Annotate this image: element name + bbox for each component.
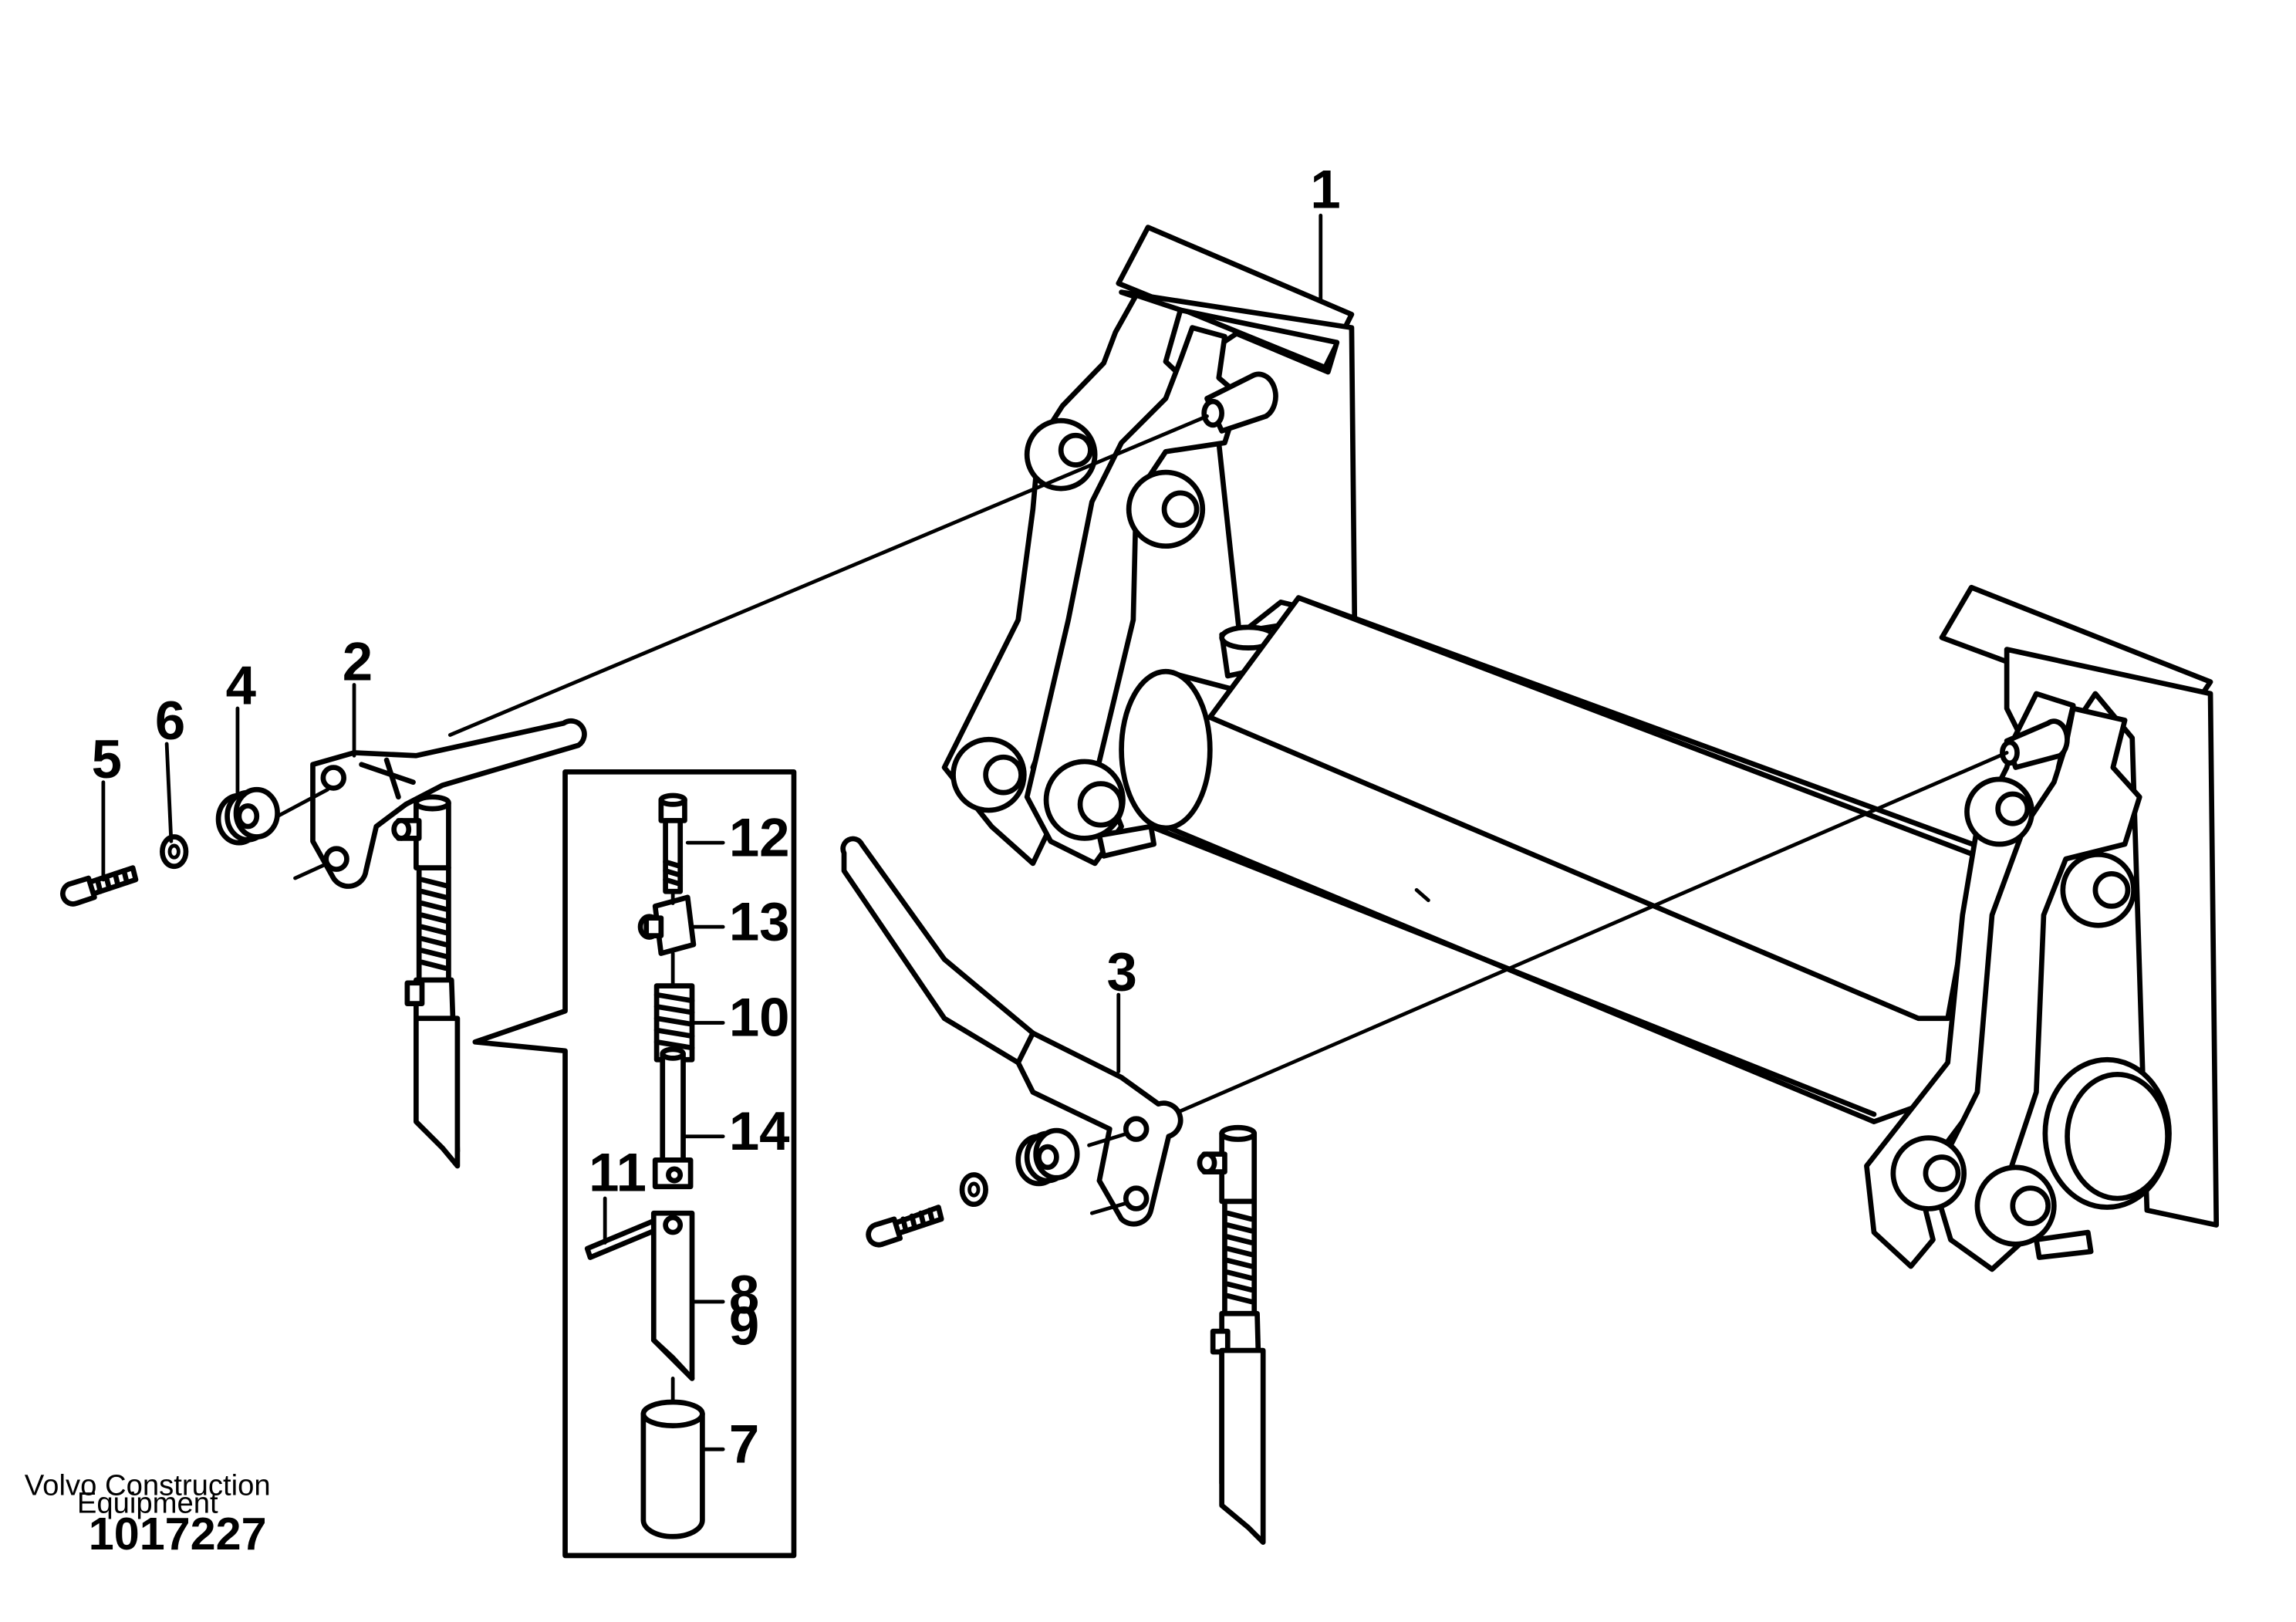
callout-14: 14: [729, 1100, 790, 1161]
callout-10: 10: [729, 987, 790, 1048]
leader-line: [1126, 751, 2009, 1136]
callout-9: 9: [729, 1295, 759, 1356]
block-part-13: [637, 894, 697, 956]
callout-4: 4: [226, 654, 256, 715]
detail-inset: [472, 769, 797, 1559]
callout-13: 13: [729, 890, 790, 951]
callout-6: 6: [155, 690, 185, 751]
callout-12: 12: [729, 806, 790, 867]
plunger-part-8-9: [650, 1210, 695, 1381]
screw-part-12: [658, 792, 687, 894]
brand-line-1: Volvo Construction: [25, 1468, 271, 1502]
bolt-part-5: [60, 865, 139, 907]
sleeve-part-7: [640, 1399, 705, 1539]
callout-3: 3: [1106, 941, 1136, 1002]
washer-part-6: [160, 834, 189, 870]
spring-part-10: [653, 983, 695, 1063]
clevis-pin-part-14: [652, 1046, 694, 1190]
callout-8: 8: [729, 1264, 759, 1325]
callout-5: 5: [92, 728, 122, 789]
callout-2: 2: [343, 631, 373, 692]
spring-part-4: [215, 786, 280, 846]
brand-line-2: Equipment: [77, 1486, 218, 1519]
callout-7: 7: [729, 1413, 759, 1474]
callout-11: 11: [589, 1141, 647, 1202]
drawing-number: 1017227: [89, 1508, 267, 1559]
callout-1: 1: [1310, 159, 1340, 220]
lever-assembly-right: [840, 836, 1266, 1546]
quick-coupler-frame: [941, 225, 2220, 1272]
lever-assembly-left: [60, 718, 587, 1169]
leader-line: [447, 414, 1209, 737]
